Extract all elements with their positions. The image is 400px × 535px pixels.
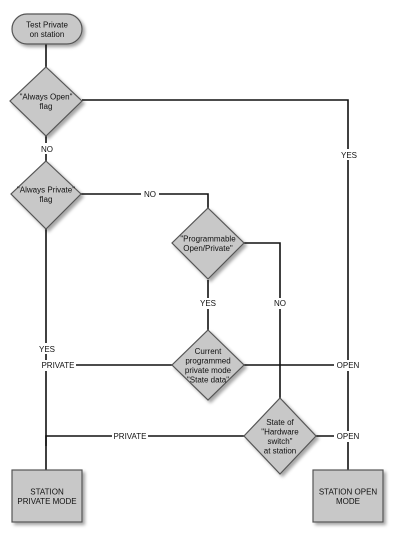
label-always-private-yes: YES xyxy=(39,345,55,354)
start-line: Test Private xyxy=(26,20,68,29)
hardware-switch-line: at station xyxy=(264,446,296,455)
label-programmable-no: NO xyxy=(274,299,286,308)
edge-always-open-to-open-mode xyxy=(82,99,349,470)
start-line: on station xyxy=(30,30,65,39)
private-mode-line: STATION xyxy=(30,487,64,496)
label-always-private-no: NO xyxy=(144,190,156,199)
edge-programmable-to-hardware-switch xyxy=(244,242,281,398)
current-mode-line: Current xyxy=(195,347,222,356)
edge-hardware-switch-private xyxy=(45,435,244,446)
hardware-switch-line: switch" xyxy=(267,437,292,446)
always-open-decision: "Always Open"flag xyxy=(9,66,83,137)
always-open-line: "Always Open" xyxy=(20,92,73,101)
label-hardware-switch-private: PRIVATE xyxy=(113,432,146,441)
label-programmable-yes: YES xyxy=(200,299,216,308)
private-mode-line: PRIVATE MODE xyxy=(17,497,76,506)
always-open-line: flag xyxy=(40,102,53,111)
hardware-switch-line: State of xyxy=(266,418,294,427)
always-private-line: "Always Private" xyxy=(17,185,75,194)
programmable-line: Open/Private" xyxy=(183,244,233,253)
edge-labels: NO YES NO YES YES NO PRIVATE OPEN PRIVAT… xyxy=(36,143,362,442)
label-always-open-no: NO xyxy=(41,145,53,154)
edge-always-private-to-programmable xyxy=(80,193,209,208)
current-mode-line: programmed xyxy=(185,356,230,365)
programmable-line: "Programmable xyxy=(180,234,236,243)
always-private-decision: "Always Private"flag xyxy=(10,160,82,230)
label-hardware-switch-open: OPEN xyxy=(337,432,360,441)
label-always-open-yes: YES xyxy=(341,151,357,160)
label-state-data-open: OPEN xyxy=(337,361,360,370)
always-private-text: "Always Private"flag xyxy=(17,185,75,204)
always-open-text: "Always Open"flag xyxy=(20,92,73,111)
open-mode-line: STATION OPEN xyxy=(319,487,378,496)
hardware-switch-line: "Hardware xyxy=(261,427,299,436)
always-private-line: flag xyxy=(40,195,53,204)
current-mode-line: private mode xyxy=(185,366,232,375)
open-mode-line: MODE xyxy=(336,497,360,506)
current-mode-line: "State data" xyxy=(187,375,229,384)
label-state-data-private: PRIVATE xyxy=(41,361,74,370)
